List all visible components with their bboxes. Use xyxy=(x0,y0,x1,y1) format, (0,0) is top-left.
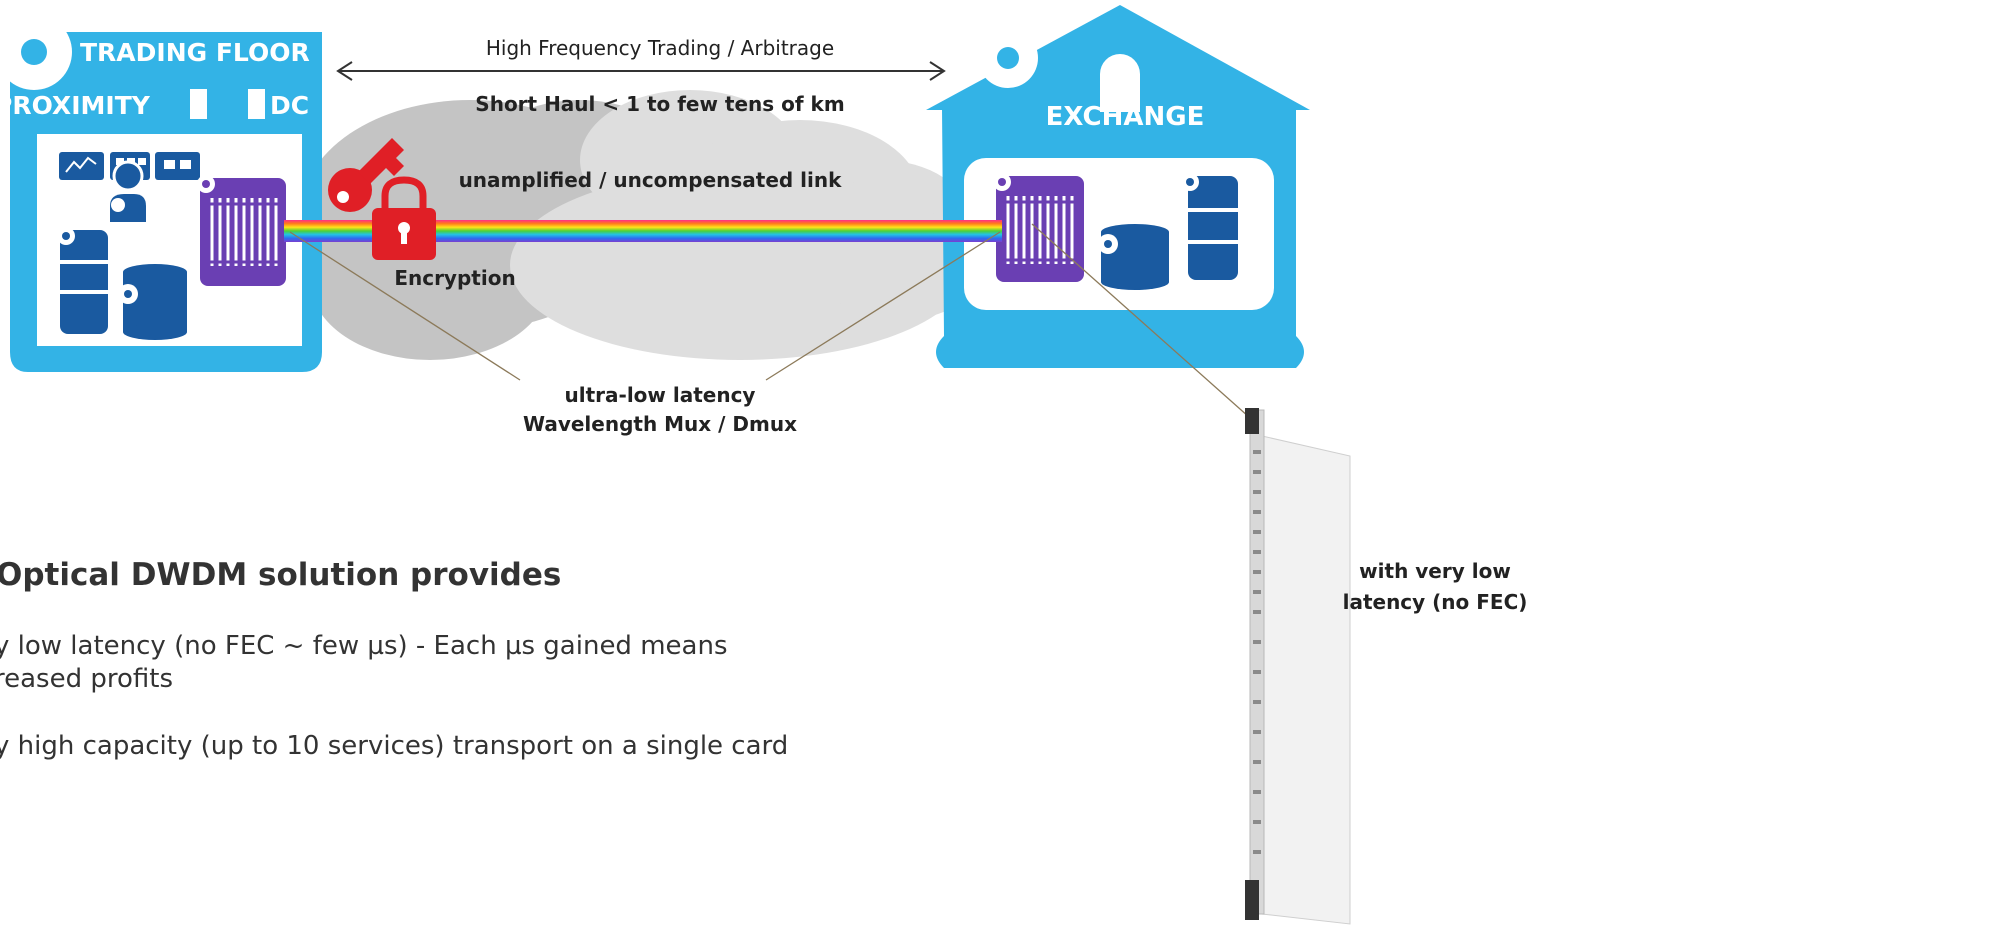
card-label-line2: latency (no FEC) xyxy=(1342,590,1528,614)
trading-desk-icon xyxy=(59,152,200,222)
mux-label-line1: ultra-low latency xyxy=(564,383,756,407)
leader-lines xyxy=(289,223,1259,426)
dwdm-card-icon xyxy=(1245,408,1351,925)
fiber-link xyxy=(284,220,1002,242)
card-label-line1: with very low xyxy=(1359,559,1511,583)
key-icon xyxy=(328,138,404,212)
padlock-icon xyxy=(372,176,436,260)
database-icon xyxy=(118,264,187,340)
bullet-latency-line2: reased profits xyxy=(0,664,174,694)
trading-floor-title: TRADING FLOOR xyxy=(80,38,310,67)
exchange-site xyxy=(926,5,1310,368)
mux-label-line2: Wavelength Mux / Dmux xyxy=(522,412,798,436)
double-arrow xyxy=(336,61,946,81)
server-rack-icon xyxy=(1181,173,1238,280)
database-icon xyxy=(1098,224,1169,290)
solution-heading: Optical DWDM solution provides xyxy=(0,557,562,593)
mux-label: ultra-low latency Wavelength Mux / Dmux xyxy=(460,381,860,439)
hft-arrow-label: High Frequency Trading / Arbitrage xyxy=(485,36,835,60)
solution-bullet-capacity: y high capacity (up to 10 services) tran… xyxy=(0,731,789,761)
proximity-label: PROXIMITY xyxy=(0,91,150,120)
wavelength-mux-icon xyxy=(197,175,286,286)
server-rack-icon xyxy=(57,227,108,334)
link-type-label: unamplified / uncompensated link xyxy=(458,168,842,192)
wavelength-mux-icon xyxy=(993,173,1084,282)
exchange-title: EXCHANGE xyxy=(1045,102,1205,132)
card-label: with very low latency (no FEC) xyxy=(1310,556,1560,618)
bullet-latency-line1: y low latency (no FEC ~ few µs) - Each µ… xyxy=(0,631,728,661)
distance-label: Short Haul < 1 to few tens of km xyxy=(475,92,845,116)
solution-bullet-latency: y low latency (no FEC ~ few µs) - Each µ… xyxy=(0,630,727,696)
encryption-label: Encryption xyxy=(394,266,516,290)
dc-label: DC xyxy=(270,91,310,120)
